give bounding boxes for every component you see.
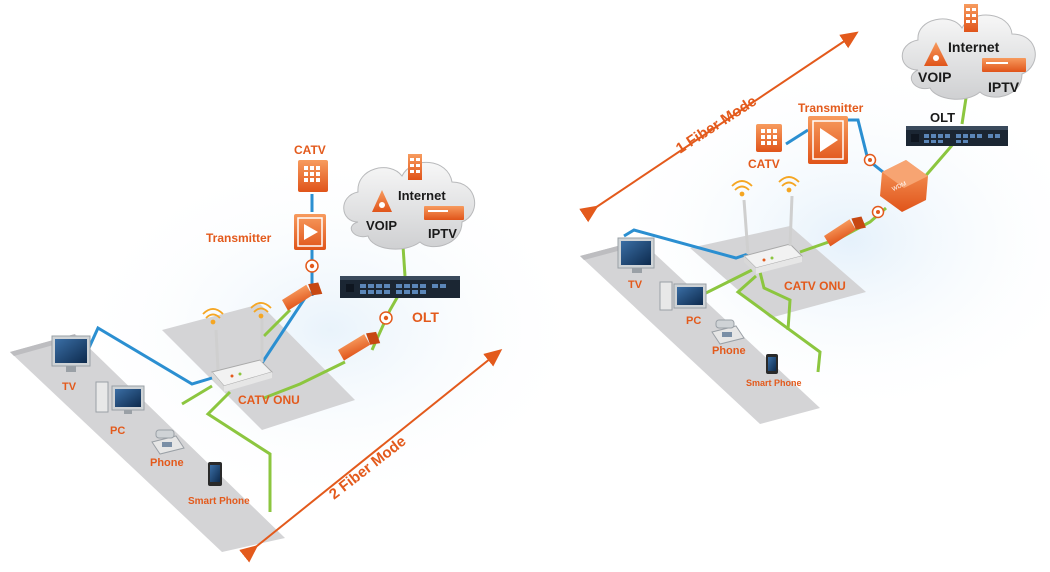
transmitter-icon xyxy=(808,116,848,164)
device-cable xyxy=(758,271,792,331)
smartphone-icon xyxy=(208,462,222,486)
cloud-icon xyxy=(901,14,1036,100)
pc-icon xyxy=(95,381,145,414)
iptv-label: IPTV xyxy=(988,79,1020,95)
catv-label: CATV xyxy=(748,157,780,171)
internet-label: Internet xyxy=(948,39,1000,55)
wifi-icon xyxy=(202,308,224,325)
smartphone-label: Smart Phone xyxy=(746,378,802,388)
fiber-connector-icon xyxy=(863,153,877,167)
arrow-icon xyxy=(239,348,503,563)
cloud-icon xyxy=(343,162,476,250)
internet-label: Internet xyxy=(398,188,446,203)
phone-cable xyxy=(735,274,822,373)
phone-icon xyxy=(711,319,745,345)
firewall-icon xyxy=(408,154,422,180)
transmitter-label: Transmitter xyxy=(206,231,272,245)
voip-icon xyxy=(924,42,948,66)
tv-icon xyxy=(617,237,655,273)
transmitter-icon xyxy=(294,214,326,250)
internet-link xyxy=(960,97,968,125)
voip-label: VOIP xyxy=(918,69,951,85)
wifi-icon xyxy=(250,302,272,319)
iptv-label: IPTV xyxy=(428,226,457,241)
internet-link xyxy=(401,245,407,277)
olt-label: OLT xyxy=(930,110,955,125)
voip-icon xyxy=(372,190,392,212)
firewall-icon xyxy=(964,4,978,32)
iptv-icon xyxy=(982,58,1026,72)
smartphone-label: Smart Phone xyxy=(188,496,250,507)
pc-ethernet-cable xyxy=(181,384,213,406)
catv-onu-label: CATV ONU xyxy=(238,393,300,407)
fiber-connector-icon xyxy=(305,259,319,273)
catv-icon xyxy=(298,160,328,192)
tv-coax-cable xyxy=(86,325,213,386)
catv-fiber xyxy=(262,308,292,338)
phone-label: Phone xyxy=(712,345,746,357)
tv-label: TV xyxy=(62,381,77,393)
olt-label: OLT xyxy=(412,309,439,325)
transmitter-label: Transmitter xyxy=(798,101,864,115)
user-devices-platform xyxy=(580,240,820,424)
pc-label: PC xyxy=(686,315,701,327)
catv-label: CATV xyxy=(294,143,326,157)
arrow-icon xyxy=(579,31,859,223)
svg-text:WDM: WDM xyxy=(891,181,907,193)
olt-icon xyxy=(906,126,1008,146)
phone-icon xyxy=(151,429,185,455)
smartphone-icon xyxy=(766,354,778,374)
pc-label: PC xyxy=(110,425,125,437)
voip-label: VOIP xyxy=(366,218,397,233)
tv-coax-cable xyxy=(623,228,749,260)
catv-icon xyxy=(756,124,782,152)
tv-icon xyxy=(51,335,91,372)
splitter-icon xyxy=(282,282,323,311)
olt-icon xyxy=(340,276,460,298)
olt-fiber xyxy=(370,295,400,351)
pc-icon xyxy=(659,281,707,311)
phone-label: Phone xyxy=(150,457,184,469)
fiber-connector-icon xyxy=(871,205,885,219)
onu-platform xyxy=(690,226,866,318)
catv-onu-label: CATV ONU xyxy=(784,279,846,293)
user-devices-platform xyxy=(10,334,285,552)
iptv-icon xyxy=(424,206,464,220)
tv-label: TV xyxy=(628,279,643,291)
wdm-icon: WDM xyxy=(880,160,928,212)
fiber-connector-icon xyxy=(379,311,393,325)
